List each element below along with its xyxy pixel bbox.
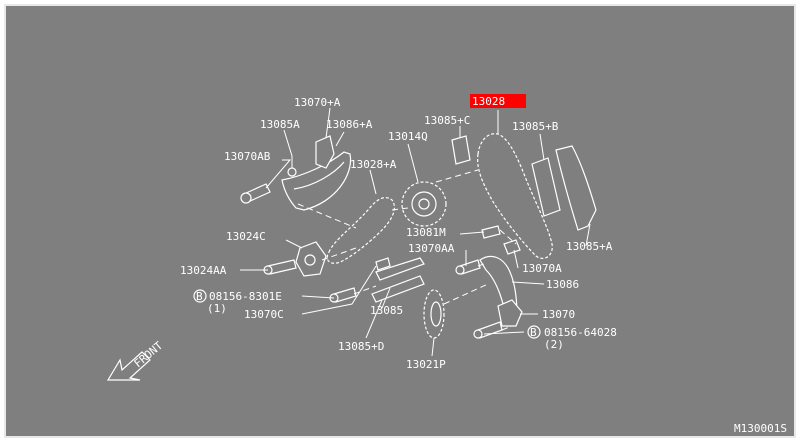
label-13086: 13086 xyxy=(546,278,579,291)
leader-13028-a xyxy=(369,169,377,195)
label-13085-plus-a: 13085+A xyxy=(566,240,613,253)
assembly-line-5 xyxy=(353,285,377,295)
bolt-13081m-part xyxy=(481,225,501,239)
leader-13014q xyxy=(407,143,419,183)
label-13085a: 13085A xyxy=(260,118,300,131)
label-13081m: 13081M xyxy=(406,226,446,239)
leader-13070a xyxy=(513,249,519,269)
chain-13028-part xyxy=(477,133,553,259)
bolt-symbol-circle-2 xyxy=(527,325,541,339)
label-13085-d: 13085+D xyxy=(338,340,384,353)
leader-13085-d xyxy=(365,299,383,339)
assembly-line-3 xyxy=(435,169,479,183)
assembly-line-1 xyxy=(297,203,357,229)
leader-13070ab xyxy=(265,159,292,189)
assembly-line-6 xyxy=(443,283,489,305)
front-arrow-icon xyxy=(106,351,151,381)
label-13024c: 13024C xyxy=(226,230,266,243)
tensioner-13070-part xyxy=(497,299,523,327)
leader-13024c xyxy=(285,239,303,249)
leader-13021p xyxy=(431,337,435,357)
tensioner-13024c-hole xyxy=(304,254,316,266)
assembly-line-7 xyxy=(501,325,513,331)
diagram-canvas: 13070+A 13085A 13086+A 13070AB 13028 130… xyxy=(4,4,796,438)
bolt-13024aa-part xyxy=(267,259,297,275)
leader-13085a xyxy=(283,129,293,168)
bolt-symbol-circle-1 xyxy=(193,289,207,303)
label-13086-a: 13086+A xyxy=(326,118,373,131)
label-13070aa: 13070AA xyxy=(408,242,455,255)
label-13014q: 13014Q xyxy=(388,130,428,143)
bolt-13070c-part xyxy=(375,257,391,271)
bolt-head-13070ab xyxy=(240,192,252,204)
label-13085-b: 13085+B xyxy=(512,120,559,133)
bolt-head-13070aa xyxy=(455,265,465,275)
guide-13085-part xyxy=(375,257,425,281)
guide-13085-plus-a-part xyxy=(555,145,597,231)
leader-13070-a xyxy=(325,107,331,139)
leader-13086 xyxy=(511,281,545,285)
label-08156-64028: 08156-64028 xyxy=(544,326,617,339)
assembly-line-9 xyxy=(477,263,485,267)
front-label: FRONT xyxy=(132,339,166,370)
bolt-head-08156-64028 xyxy=(473,329,483,339)
sprocket-center xyxy=(418,198,430,210)
upper-chain-guide-part xyxy=(281,151,352,211)
label-13028: 13028 xyxy=(472,95,505,108)
assembly-line-4 xyxy=(321,247,357,261)
label-13021p: 13021P xyxy=(406,358,446,371)
leader-13085 xyxy=(381,287,391,309)
leader-13081m xyxy=(459,231,485,235)
label-13070: 13070 xyxy=(542,308,575,321)
label-08156-8301e: 08156-8301E xyxy=(209,290,282,303)
label-13085: 13085 xyxy=(370,304,403,317)
label-13070a: 13070A xyxy=(522,262,562,275)
highlight-13028 xyxy=(470,94,526,108)
chain-13028a-part xyxy=(326,197,395,264)
label-13070c: 13070C xyxy=(244,308,284,321)
leader-08156-64028 xyxy=(483,331,525,335)
upper-guide-inner-line xyxy=(293,161,345,190)
leader-13086-a xyxy=(335,131,345,147)
diagram-code: M130001S xyxy=(734,422,787,435)
assembly-line-2 xyxy=(391,207,409,211)
label-13070ab: 13070AB xyxy=(224,150,271,163)
upper-tensioner-part xyxy=(315,135,335,169)
qty-08156-64028: (2) xyxy=(544,338,564,351)
sprocket-13021p-hub xyxy=(430,301,442,327)
leader-08156-8301e xyxy=(301,295,335,299)
assembly-line-8 xyxy=(499,229,517,245)
leader-13085-b xyxy=(539,133,545,161)
part-13070a-part xyxy=(503,239,521,255)
guide-13085b-part xyxy=(531,157,561,217)
timing-chain-diagram: 13070+A 13085A 13086+A 13070AB 13028 130… xyxy=(106,94,787,435)
label-13085-c: 13085+C xyxy=(424,114,470,127)
leader-13085-plus-a xyxy=(585,223,591,247)
leader-13070c xyxy=(301,265,377,315)
bolt-13085a-part xyxy=(287,167,297,177)
guide-13085d-part xyxy=(371,275,425,303)
bolt-symbol-b-2: B xyxy=(530,326,537,339)
label-13024aa: 13024AA xyxy=(180,264,227,277)
label-13028-a: 13028+A xyxy=(350,158,397,171)
qty-08156-8301e: (1) xyxy=(207,302,227,315)
guide-13085c-part xyxy=(451,135,471,165)
label-13070-a: 13070+A xyxy=(294,96,341,109)
bolt-symbol-b-1: B xyxy=(196,290,203,303)
